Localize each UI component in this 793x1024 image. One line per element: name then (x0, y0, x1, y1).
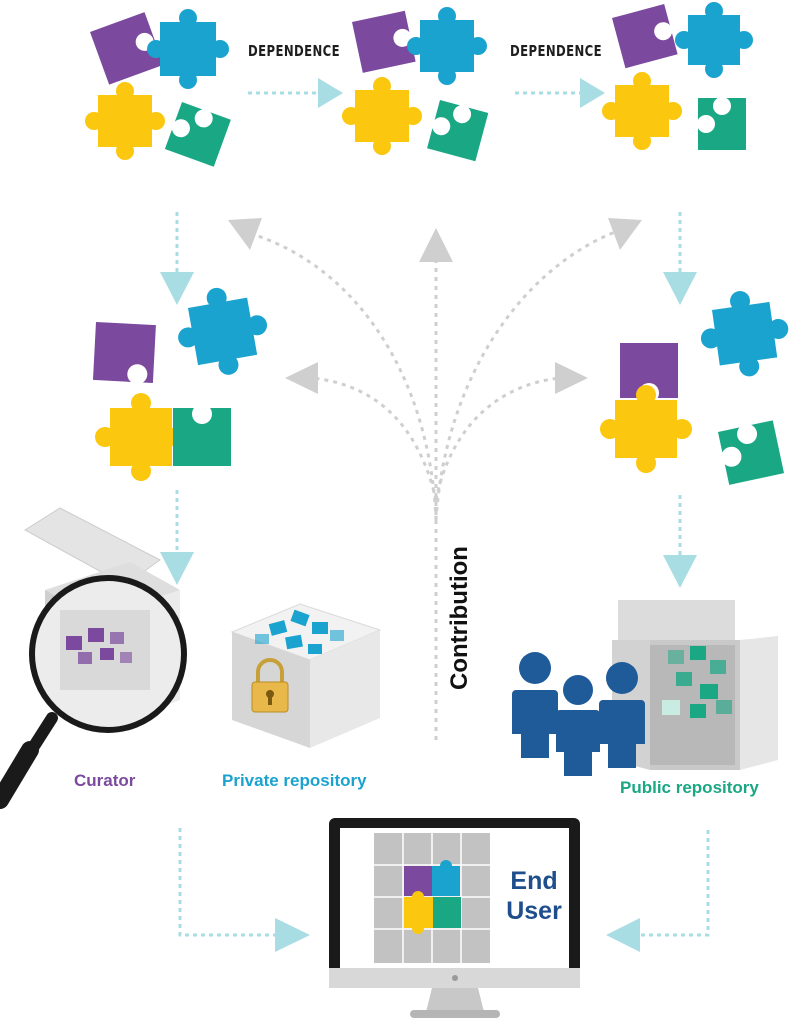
puzzle-cluster-middle-left (92, 287, 268, 481)
puzzle-piece-icon (147, 9, 229, 89)
puzzle-piece-icon (612, 4, 678, 69)
puzzle-piece-icon (178, 287, 268, 375)
padlock-icon (251, 658, 289, 713)
open-box-icon (612, 600, 778, 770)
puzzle-piece-icon (697, 97, 746, 150)
puzzle-piece-icon (164, 102, 231, 167)
flow-arrow-left-upper (160, 212, 194, 305)
end-user-label: End User (498, 866, 570, 926)
person-icon (556, 675, 600, 776)
flow-arrow-left-lower (160, 490, 194, 585)
contribution-arrows (254, 230, 616, 740)
end-user-line-1: End (510, 867, 558, 895)
contribution-label: Contribution (446, 546, 473, 690)
dependence-label-1: DEPENDENCE (248, 42, 341, 60)
person-icon (599, 662, 645, 768)
magnifier-icon (0, 575, 187, 809)
puzzle-piece-icon (85, 82, 165, 160)
puzzle-cluster-top-left (85, 9, 231, 167)
puzzle-piece-icon (600, 385, 692, 473)
curator-label: Curator (74, 771, 136, 790)
dependence-arrow-2 (515, 78, 605, 108)
puzzle-piece-icon (602, 72, 682, 150)
dependence-arrow-1 (248, 78, 343, 108)
puzzle-piece-icon (675, 2, 753, 78)
puzzle-piece-icon (173, 404, 231, 466)
person-icon (512, 652, 558, 758)
flow-arrow-right-upper (663, 212, 697, 305)
puzzle-piece-icon (92, 322, 156, 385)
private-repository-label: Private repository (222, 771, 367, 790)
people-group (512, 652, 645, 776)
dependence-label-2: DEPENDENCE (510, 42, 603, 60)
puzzle-piece-icon (700, 291, 789, 377)
contribution-arrowheads (228, 218, 642, 394)
puzzle-piece-icon (342, 77, 422, 155)
closed-box-icon (230, 603, 382, 748)
puzzle-piece-icon (427, 100, 489, 162)
public-repository-label: Public repository (620, 778, 759, 797)
puzzle-grid (374, 833, 490, 963)
flow-arrow-to-monitor-left (178, 828, 310, 952)
puzzle-piece-icon (352, 10, 416, 73)
puzzle-piece-icon (718, 420, 785, 485)
puzzle-piece-icon (95, 393, 187, 481)
puzzle-piece-icon (407, 7, 487, 85)
puzzle-cluster-top-right (602, 2, 753, 150)
monitor-icon (329, 818, 580, 1018)
end-user-line-2: User (506, 897, 562, 925)
puzzle-cluster-middle-right (600, 291, 789, 485)
flow-arrow-right-lower (663, 495, 697, 588)
flow-arrow-to-monitor-right (606, 830, 710, 952)
puzzle-cluster-top-middle (342, 7, 489, 162)
